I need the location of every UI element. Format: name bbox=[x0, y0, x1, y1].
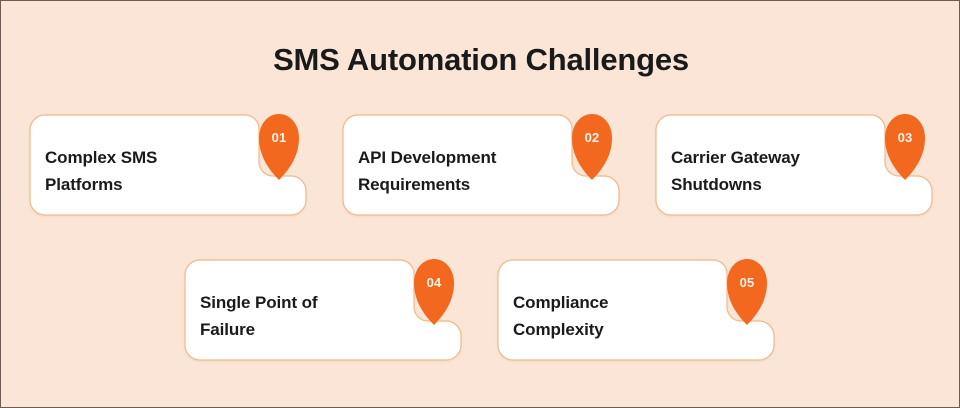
card-label-line-1: Carrier Gateway bbox=[671, 148, 800, 167]
card-number-text: 01 bbox=[271, 130, 287, 145]
card-background-shape bbox=[655, 114, 933, 216]
card-label: Complex SMS Platforms bbox=[45, 144, 255, 198]
card-label: Compliance Complexity bbox=[513, 289, 723, 343]
card-label-line-1: Compliance bbox=[513, 293, 609, 312]
card-label-line-2: Complexity bbox=[513, 320, 604, 339]
card-number-text: 05 bbox=[739, 275, 755, 290]
card-background-shape bbox=[29, 114, 307, 216]
card-number-text: 03 bbox=[897, 130, 913, 145]
card-number-text: 02 bbox=[584, 130, 600, 145]
card-number-text: 04 bbox=[426, 275, 442, 290]
card-label-line-1: API Development bbox=[358, 148, 497, 167]
card-number-badge: 03 bbox=[885, 114, 925, 180]
card-background-shape bbox=[497, 259, 775, 361]
card-label: Carrier Gateway Shutdowns bbox=[671, 144, 881, 198]
card-label-line-2: Platforms bbox=[45, 175, 123, 194]
card-row-2: 04 Single Point of Failure 05 Complian bbox=[184, 259, 775, 361]
challenge-card[interactable]: 01 Complex SMS Platforms bbox=[29, 114, 307, 216]
card-number-badge: 05 bbox=[727, 259, 767, 325]
card-number-badge: 01 bbox=[259, 114, 299, 180]
card-label-line-1: Complex SMS bbox=[45, 148, 158, 167]
card-label-line-2: Requirements bbox=[358, 175, 471, 194]
challenge-card[interactable]: 03 Carrier Gateway Shutdowns bbox=[655, 114, 933, 216]
card-background-shape bbox=[184, 259, 462, 361]
challenge-card[interactable]: 02 API Development Requirements bbox=[342, 114, 620, 216]
card-label-line-1: Single Point of bbox=[200, 293, 318, 312]
card-number-badge: 02 bbox=[572, 114, 612, 180]
card-row-1: 01 Complex SMS Platforms 02 API Develo bbox=[29, 114, 933, 216]
card-number-badge: 04 bbox=[414, 259, 454, 325]
card-label-line-2: Failure bbox=[200, 320, 256, 339]
page-title: SMS Automation Challenges bbox=[273, 42, 689, 77]
challenge-card[interactable]: 05 Compliance Complexity bbox=[497, 259, 775, 361]
challenge-card[interactable]: 04 Single Point of Failure bbox=[184, 259, 462, 361]
card-background-shape bbox=[342, 114, 620, 216]
card-label: API Development Requirements bbox=[358, 144, 568, 198]
card-label-line-2: Shutdowns bbox=[671, 175, 762, 194]
card-label: Single Point of Failure bbox=[200, 289, 410, 343]
